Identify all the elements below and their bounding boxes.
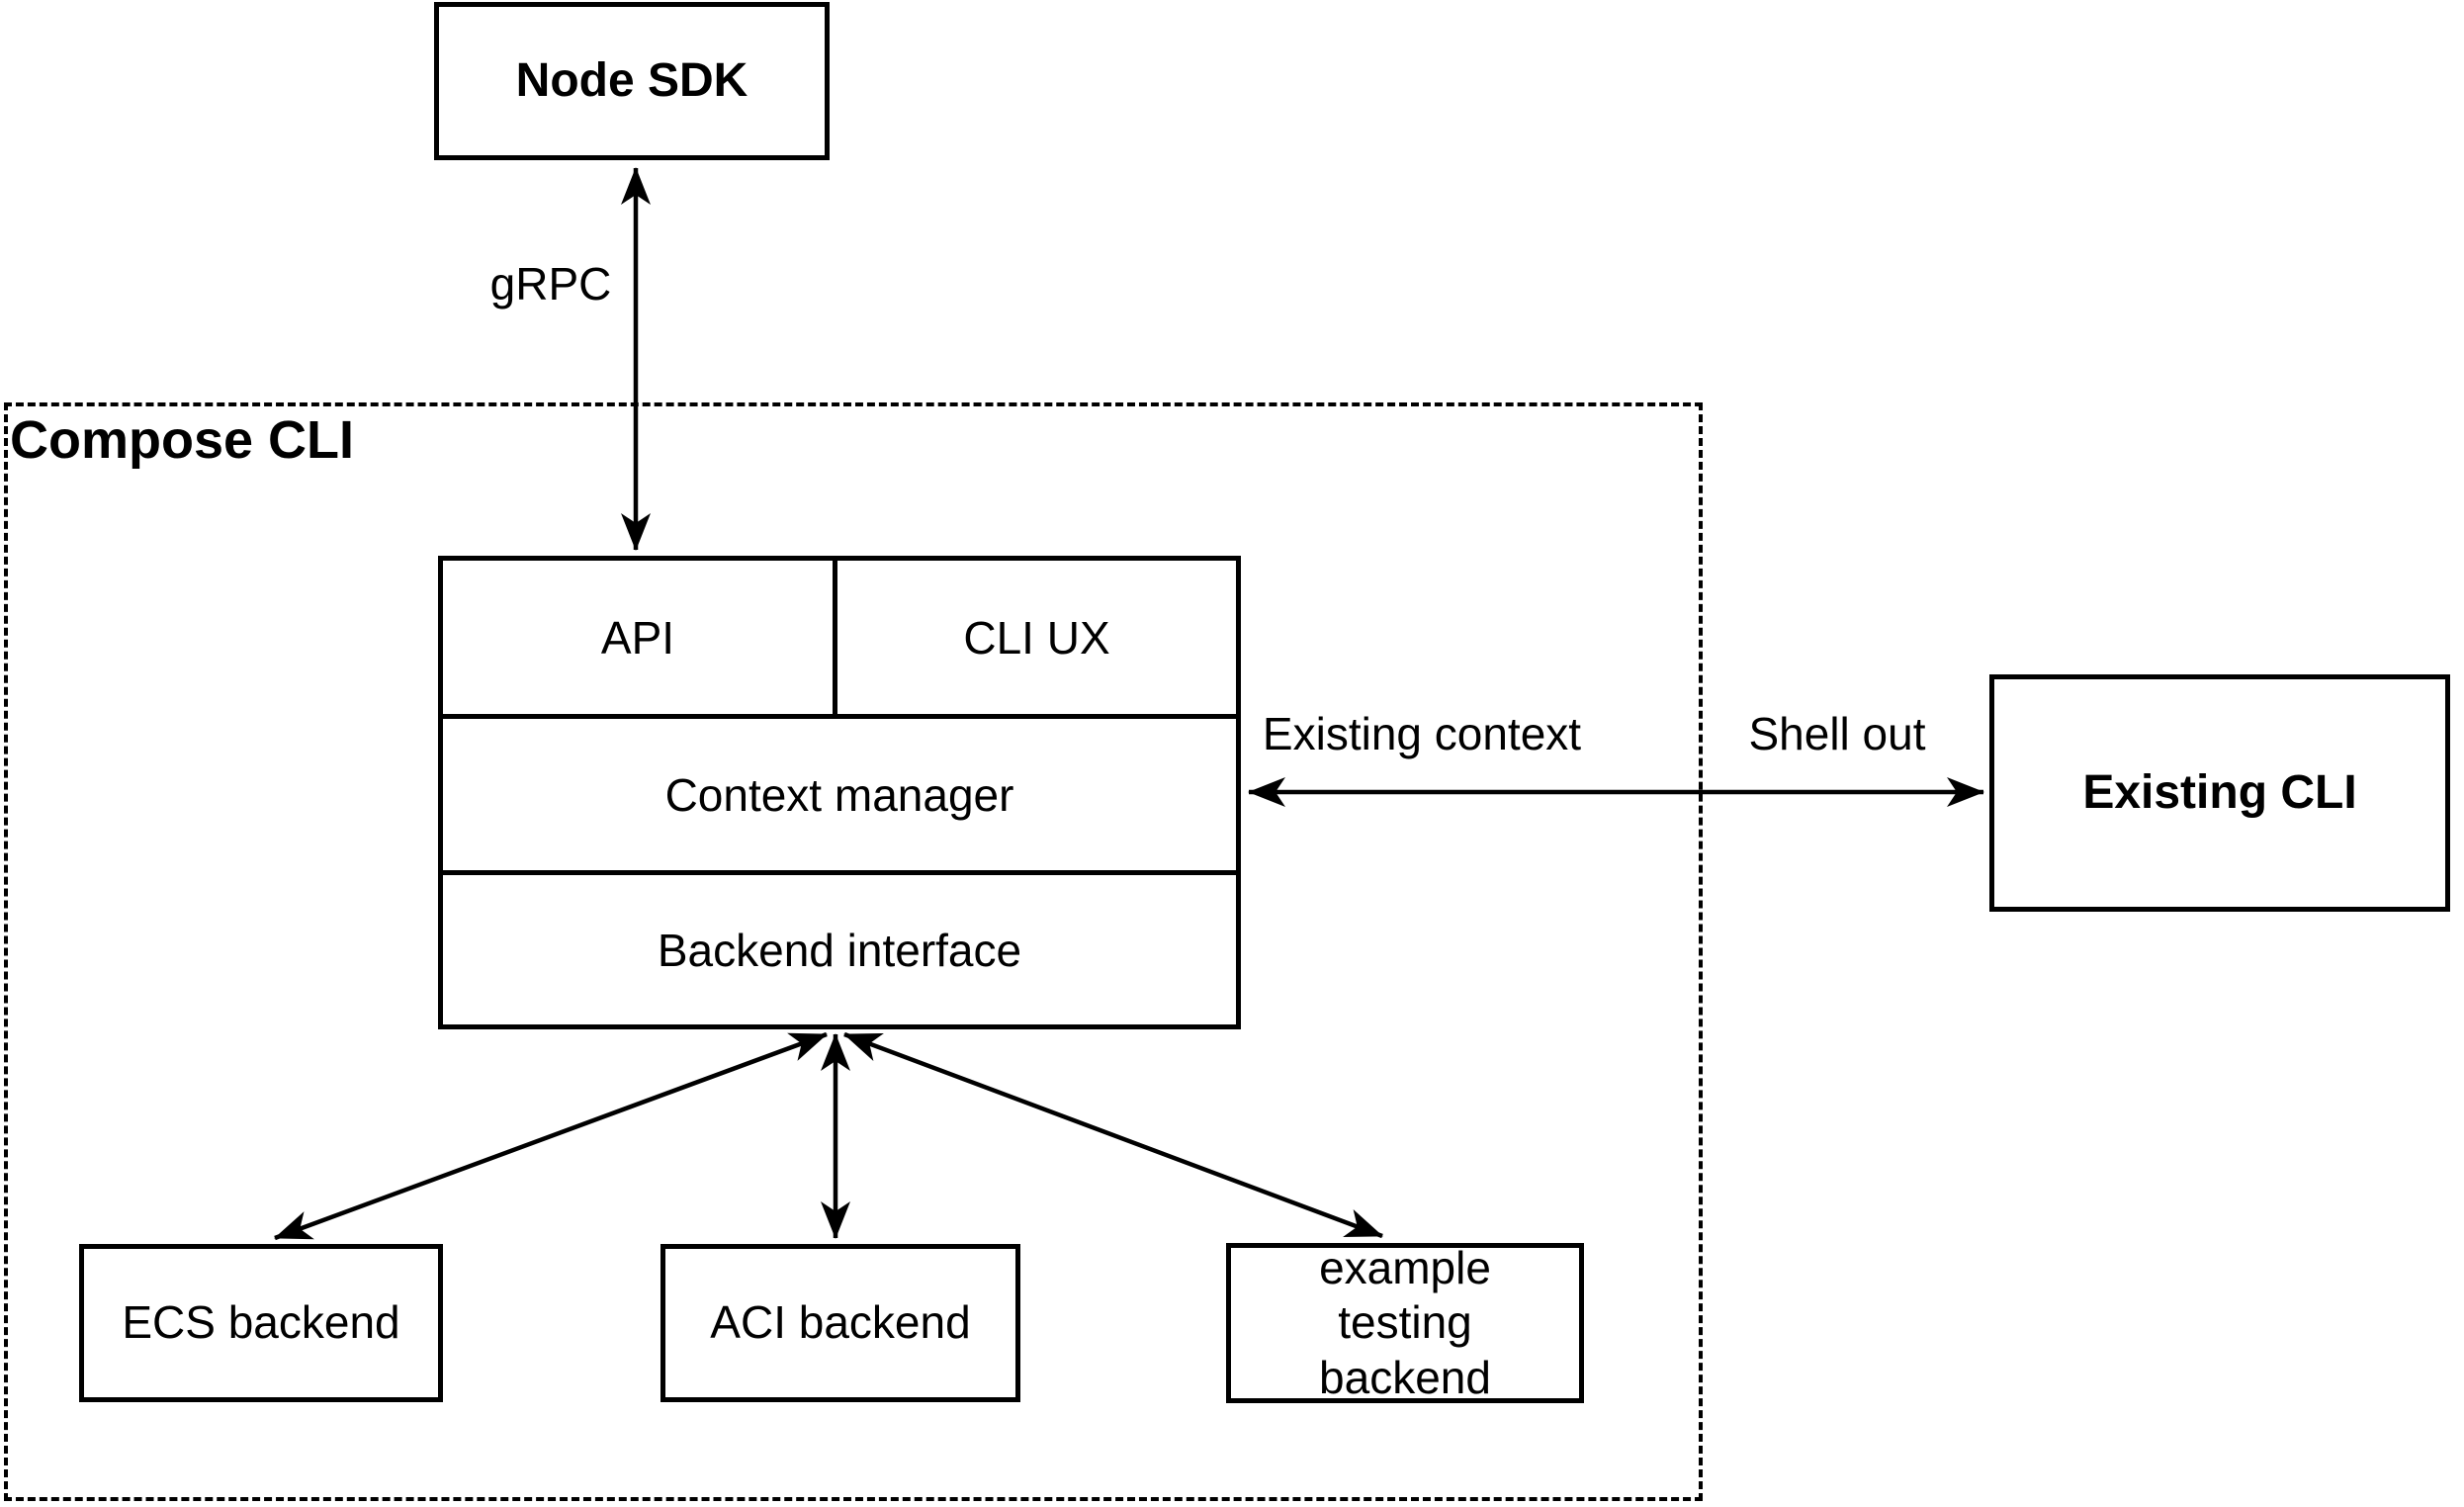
shell-out-edge-label: Shell out: [1748, 708, 1926, 759]
grpc-edge-label: gRPC: [489, 258, 612, 310]
api-label: API: [600, 611, 675, 664]
existing-cli-label: Existing CLI: [2082, 766, 2357, 820]
ecs-backend-label: ECS backend: [122, 1296, 400, 1349]
compose-cli-label: Compose CLI: [10, 410, 355, 470]
api-box: API: [443, 561, 837, 714]
existing-context-edge-label: Existing context: [1262, 708, 1582, 759]
aci-backend-label: ACI backend: [710, 1296, 971, 1349]
context-manager-label: Context manager: [664, 768, 1014, 821]
cli-ux-box: CLI UX: [837, 561, 1236, 714]
example-testing-backend-box: example testing backend: [1226, 1242, 1584, 1403]
backend-interface-box: Backend interface: [443, 875, 1236, 1024]
context-manager-box: Context manager: [443, 719, 1236, 875]
node-sdk-box: Node SDK: [434, 2, 830, 160]
compose-cli-core-box: API CLI UX Context manager Backend inter…: [438, 556, 1241, 1029]
existing-cli-box: Existing CLI: [1989, 674, 2450, 912]
api-cliux-row: API CLI UX: [443, 561, 1236, 719]
aci-backend-box: ACI backend: [660, 1244, 1020, 1402]
node-sdk-label: Node SDK: [515, 54, 748, 108]
cli-ux-label: CLI UX: [963, 611, 1110, 664]
ecs-backend-box: ECS backend: [79, 1244, 443, 1402]
backend-interface-label: Backend interface: [657, 924, 1022, 976]
compose-cli-container: [4, 402, 1703, 1501]
example-testing-backend-label: example testing backend: [1319, 1242, 1491, 1403]
